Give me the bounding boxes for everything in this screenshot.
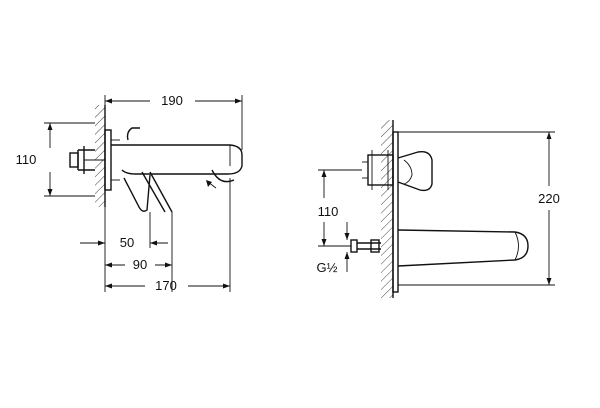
front-valve-block: [362, 150, 433, 192]
dim-50-label: 50: [120, 235, 134, 250]
dim-90-label: 90: [133, 257, 147, 272]
dim-110-side-label: 110: [16, 152, 37, 167]
side-dimension-labels: 190 110 50 90 170: [16, 93, 183, 293]
side-dimensions: [44, 95, 243, 292]
thread-g-half-label: G½: [317, 260, 338, 275]
side-faucet-body: [69, 127, 243, 213]
front-dimensions: [318, 131, 555, 286]
dim-190-label: 190: [161, 93, 183, 108]
dim-170-label: 170: [155, 278, 177, 293]
dim-110-front-label: 110: [318, 204, 339, 219]
dim-220-label: 220: [538, 191, 560, 206]
front-view: 110 220 G½: [317, 120, 560, 298]
front-spout: [397, 229, 529, 267]
front-wall: [381, 120, 399, 298]
side-wall: [95, 105, 106, 207]
side-view: 190 110 50 90 170: [16, 93, 243, 293]
front-inlet: [350, 239, 381, 253]
front-dimension-labels: 110 220 G½: [317, 191, 560, 275]
